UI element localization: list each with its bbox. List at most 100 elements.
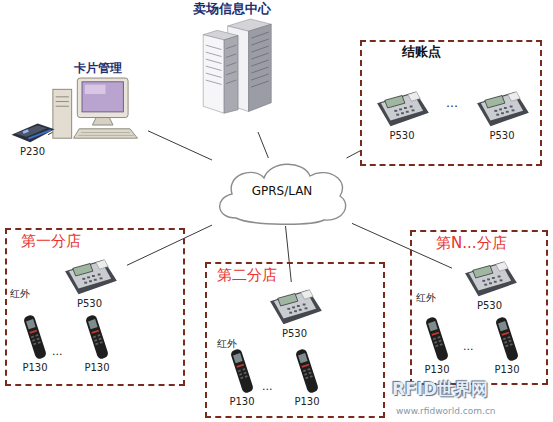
illustration-part: [495, 316, 519, 362]
illustration-part: [437, 336, 440, 339]
illustration-part: [97, 274, 100, 276]
illustration-part: [233, 353, 243, 363]
illustration-part: [504, 107, 507, 109]
illustration-part: [33, 343, 36, 346]
illustration-part: [78, 132, 133, 135]
illustration-part: [238, 370, 241, 373]
node-label: 卡片管理: [74, 62, 122, 76]
illustration-part: [412, 109, 415, 111]
illustration-part: [482, 280, 485, 282]
node-label: P130: [494, 364, 519, 376]
illustration-part: [99, 277, 102, 279]
illustration-part: [184, 17, 280, 117]
illustration-part: [482, 276, 502, 286]
note-label: 红外: [217, 337, 237, 351]
illustration-part: [477, 92, 529, 127]
illustration-part: [82, 82, 123, 112]
phone-illustration: [21, 312, 49, 362]
illustration-part: [296, 305, 299, 307]
illustration-part: [499, 279, 502, 281]
illustration-part: [406, 111, 409, 113]
handheld-node: P130: [77, 312, 117, 380]
illustration-part: [496, 114, 499, 116]
illustration-part: [377, 92, 429, 127]
illustration-part: [298, 309, 301, 311]
illustration-part: [87, 276, 90, 278]
illustration-part: [85, 314, 109, 360]
illustration-part: [245, 375, 248, 378]
illustration-part: [487, 278, 490, 280]
illustration-part: [484, 284, 487, 286]
pos-terminal-node: P530: [257, 282, 332, 344]
illustration-part: [504, 341, 507, 344]
illustration-part: [243, 372, 246, 375]
terminal-illustration: [266, 282, 324, 328]
illustration-part: [510, 106, 513, 108]
illustration-part: [494, 106, 514, 116]
node-label: P530: [477, 300, 502, 312]
illustration-part: [238, 368, 248, 379]
illustration-part: [93, 279, 96, 281]
network-link: [347, 151, 360, 158]
illustration-part: [230, 348, 254, 394]
illustration-part: [304, 373, 307, 376]
illustration-part: [499, 108, 502, 110]
illustration-part: [85, 314, 109, 360]
terminal-illustration: [461, 254, 519, 300]
illustration-part: [501, 332, 509, 336]
illustration-part: [91, 275, 94, 277]
illustration-part: [295, 348, 319, 394]
illustration-part: [82, 278, 85, 280]
illustration-part: [93, 334, 103, 345]
illustration-part: [433, 338, 436, 341]
illustration-part: [100, 341, 103, 344]
illustration-part: [83, 312, 111, 362]
illustration-part: [89, 280, 92, 282]
illustration-part: [501, 112, 504, 114]
illustration-part: [203, 35, 224, 114]
illustration-part: [438, 340, 441, 343]
illustration-part: [295, 348, 319, 394]
illustration-part: [287, 304, 307, 314]
note-label: …: [446, 96, 458, 110]
illustration-part: [92, 117, 113, 125]
illustration-part: [23, 314, 47, 360]
network-link: [148, 131, 212, 160]
server-illustration: [184, 17, 280, 117]
node-label: P530: [77, 298, 102, 310]
illustration-part: [65, 260, 117, 295]
node-label: P130: [229, 396, 254, 408]
illustration-part: [74, 129, 138, 138]
illustration-part: [495, 262, 507, 272]
illustration-part: [23, 314, 47, 360]
illustration-part: [226, 45, 236, 83]
watermark: RFID世界网: [392, 378, 488, 401]
illustration-part: [29, 330, 37, 334]
note-label: ...: [463, 340, 474, 353]
illustration-part: [394, 110, 397, 112]
illustration-part: [498, 321, 508, 331]
illustration-part: [240, 377, 243, 380]
illustration-part: [266, 282, 324, 328]
illustration-part: [489, 282, 492, 284]
illustration-part: [77, 78, 128, 117]
illustration-part: [91, 330, 99, 334]
handheld-node: P130: [287, 346, 327, 414]
illustration-part: [494, 110, 497, 112]
group-title: 第二分店: [217, 267, 277, 284]
node-label: P230: [20, 146, 45, 158]
illustration-part: [61, 252, 119, 298]
illustration-part: [206, 45, 222, 84]
illustration-part: [270, 290, 322, 325]
handheld-node: P130: [417, 314, 457, 382]
terminal-illustration: [61, 252, 119, 298]
illustration-part: [251, 32, 268, 87]
computer-node: 卡片管理: [48, 62, 148, 154]
illustration-part: [32, 339, 35, 342]
illustration-part: [287, 308, 290, 310]
group-title: 第一分店: [21, 233, 81, 250]
illustration-part: [249, 24, 272, 111]
illustration-part: [433, 336, 443, 347]
pos-terminal-node: P530: [467, 84, 537, 150]
illustration-part: [85, 84, 106, 93]
